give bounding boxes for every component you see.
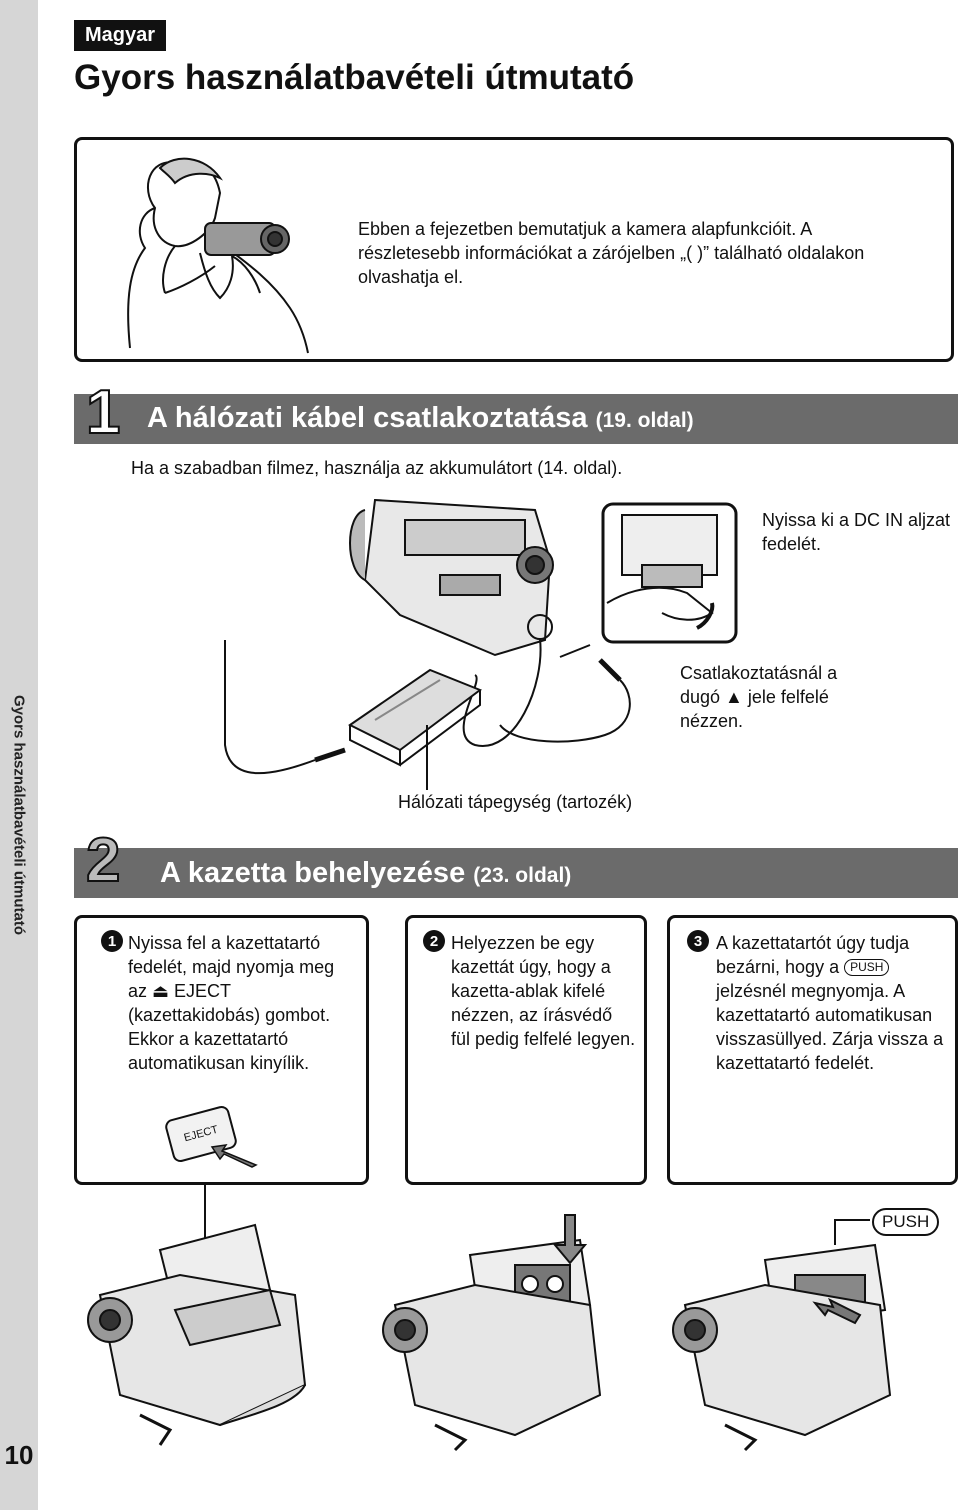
intro-box	[74, 137, 954, 362]
section-1-header	[74, 394, 958, 444]
section-1-number: 1	[85, 378, 122, 447]
push-badge: PUSH	[844, 959, 890, 976]
camcorder-lid-open-illustration	[87, 1185, 307, 1446]
language-tag: Magyar	[74, 20, 167, 51]
camcorder-insert-cassette-illustration	[382, 1214, 602, 1452]
section-2-title-text: A kazetta behelyezése	[160, 857, 466, 889]
section-1-title-text: A hálózati kábel csatlakoztatása	[147, 402, 588, 434]
section-1-title: A hálózati kábel csatlakoztatása (19. ol…	[147, 402, 694, 435]
step-3-text-before: A kazettatartót úgy tudja bezárni, hogy …	[716, 933, 910, 977]
dc-in-closeup-illustration	[601, 502, 738, 644]
section-2-page-ref: (23. oldal)	[473, 864, 572, 887]
step-1-number: 1	[101, 930, 123, 952]
step-3-text: A kazettatartót úgy tudja bezárni, hogy …	[716, 931, 951, 1075]
step-2-number: 2	[423, 930, 445, 952]
ac-adapter-label: Hálózati tápegység (tartozék)	[398, 792, 633, 812]
dc-in-note: Nyissa ki a DC IN aljzat fedelét.	[762, 510, 951, 554]
step-2-text: Helyezzen be egy kazettát úgy, hogy a ka…	[451, 933, 636, 1049]
section-1-page-ref: (19. oldal)	[595, 409, 694, 432]
plug-orientation-note: Csatlakoztatásnál a dugó ▲ jele felfelé …	[680, 663, 838, 731]
intro-text: Ebben a fejezetben bemutatjuk a kamera a…	[358, 219, 865, 287]
step-2-box	[405, 915, 647, 1185]
step-3-text-after: jelzésnél megnyomja. A kazettatartó auto…	[716, 981, 944, 1073]
page-number: 10	[4, 1440, 34, 1470]
press-arrow-icon	[210, 1144, 258, 1168]
person-filming-illustration	[127, 157, 309, 354]
section-2-header	[74, 848, 958, 898]
step-3-number: 3	[687, 930, 709, 952]
camcorder-adapter-illustration	[224, 498, 631, 790]
side-tab-label: Gyors használatbavételi útmutató	[10, 694, 28, 936]
side-tab	[0, 0, 38, 1510]
camcorder-push-close-illustration	[672, 1219, 892, 1452]
section-1-subtitle: Ha a szabadban filmez, használja az akku…	[131, 458, 623, 478]
step-3-box	[667, 915, 958, 1185]
page-title: Gyors használatbavételi útmutató	[74, 58, 635, 97]
step-1-box	[74, 915, 369, 1185]
section-2-title: A kazetta behelyezése (23. oldal)	[160, 857, 571, 890]
step-1-text: Nyissa fel a kazettatartó fedelét, majd …	[128, 933, 335, 1073]
push-label: PUSH	[872, 1208, 940, 1236]
section-2-number: 2	[85, 826, 122, 895]
